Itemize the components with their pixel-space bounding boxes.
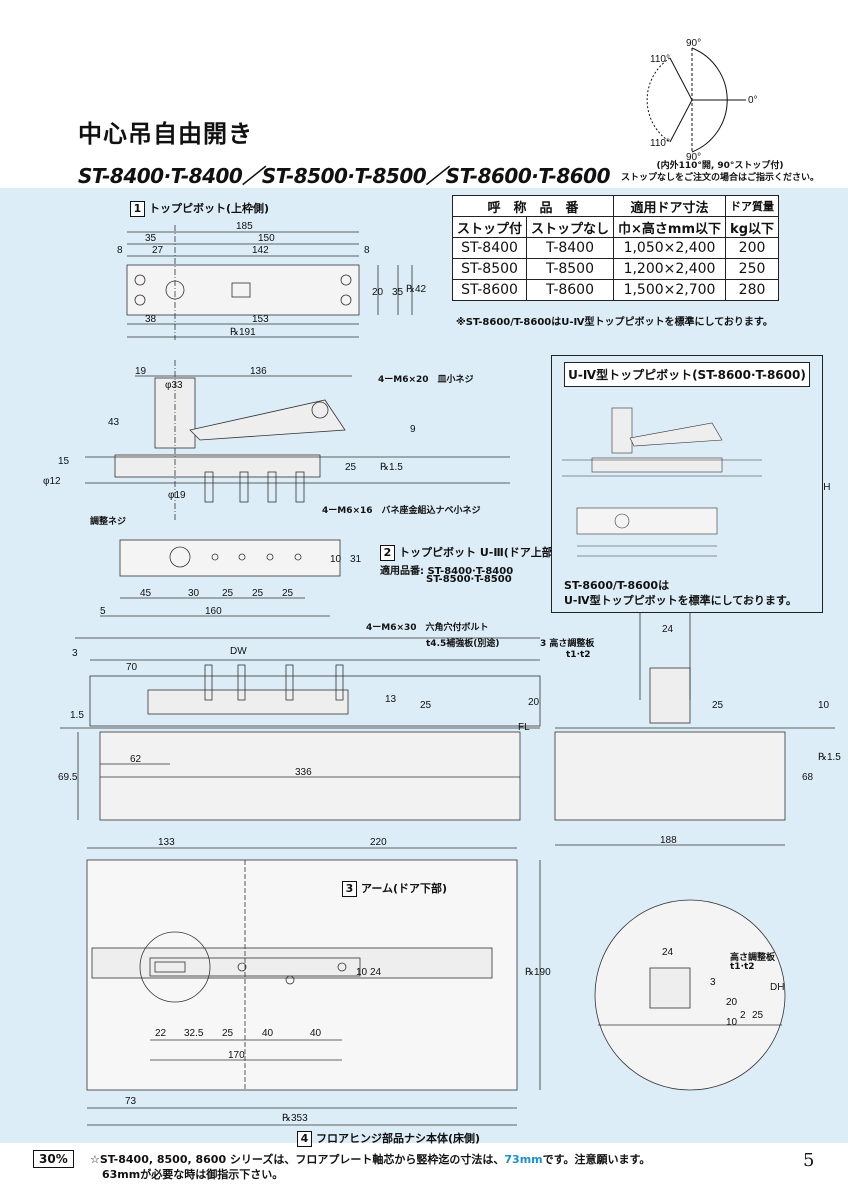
angle-110-top: 110° — [650, 54, 670, 65]
u4-note-line2: U-Ⅳ型トップピボットを標準にしております。 — [564, 594, 797, 607]
angle-110-bottom: 110° — [650, 138, 670, 149]
section-2-label: 2 トップピボット U-Ⅲ(ドア上部) — [380, 544, 558, 561]
u4-note-line1: ST-8600/T-8600は — [564, 579, 670, 592]
page-number: 5 — [803, 1150, 815, 1171]
u4-title: U-Ⅳ型トップピボット(ST-8600·T-8600) — [564, 362, 810, 387]
section-4-text: フロアヒンジ部品ナシ本体(床側) — [316, 1132, 481, 1145]
page-title: 中心吊自由開き — [78, 120, 253, 148]
header-area — [0, 0, 848, 188]
footer-note-a: ☆ST-8400, 8500, 8600 シリーズは、フロアプレート軸芯から竪枠… — [90, 1153, 505, 1166]
table-row: ST-8400 T-8400 1,050×2,400 200 — [451, 237, 780, 259]
table-cell: T-8500 — [526, 258, 615, 280]
applies-label: 適用品番: — [380, 566, 424, 577]
footer-note-b: です。注意願います。 — [542, 1153, 651, 1166]
spec-sub-stop: ストップ付 — [451, 216, 528, 238]
section-4-label: 4 フロアヒンジ部品ナシ本体(床側) — [297, 1130, 480, 1147]
spec-note: ※ST-8600/T-8600はU-Ⅳ型トップピボットを標準にしております。 — [456, 317, 773, 328]
scale-badge: 30% — [33, 1150, 74, 1168]
section-2-num: 2 — [380, 545, 395, 561]
angle-90-bottom: 90° — [686, 152, 701, 163]
table-cell: 1,200×2,400 — [613, 258, 727, 280]
table-row: ST-8500 T-8500 1,200×2,400 250 — [451, 258, 780, 280]
annotation-t12: t1·t2 — [566, 650, 591, 660]
u4-pivot-box: U-Ⅳ型トップピボット(ST-8600·T-8600) ST-8600/T-86… — [551, 355, 823, 613]
section-3-text: アーム(ドア下部) — [361, 882, 448, 895]
annotation-screw1: 4ーM6×20 皿小ネジ — [378, 375, 474, 385]
annotation-plate: t4.5補強板(別途) — [426, 639, 500, 649]
section-2-text: トップピボット U-Ⅲ(ドア上部) — [399, 546, 558, 559]
applies-1: ST-8400·T-8400 — [427, 566, 514, 577]
u4-note: ST-8600/T-8600は U-Ⅳ型トップピボットを標準にしております。 — [564, 578, 797, 608]
swing-angle-diagram: 90° 110° 0° 110° 90° — [646, 38, 758, 163]
annotation-height-plate2: 高さ調整板 — [730, 953, 776, 963]
section-1-label: 1 トップピボット(上枠側) — [130, 200, 269, 217]
section-2-applies2: ST-8500·T-8500 — [426, 574, 512, 585]
angle-90-top: 90° — [686, 38, 701, 49]
table-cell: 250 — [725, 258, 780, 280]
spec-sub-nostop: ストップなし — [526, 216, 615, 238]
table-cell: T-8400 — [526, 237, 615, 259]
table-cell: 280 — [725, 279, 780, 301]
section-2-applies: 適用品番: ST-8400·T-8400 — [380, 562, 513, 577]
angle-note: (内外110°開, 90°ストップ付) ストップなしをご注文の場合はご指示くださ… — [600, 160, 840, 184]
section-3-label: 3 アーム(ドア下部) — [342, 880, 447, 897]
spec-subheader-row: ストップ付 ストップなし 巾×高さmm以下 kg以下 — [451, 216, 780, 238]
annotation-t12b: t1·t2 — [730, 962, 755, 972]
annotation-height-plate: 3 高さ調整板 — [540, 639, 595, 649]
angle-0: 0° — [748, 95, 758, 106]
annotation-screw2: 4ーM6×16 バネ座金組込ナベ小ネジ — [322, 506, 481, 516]
annotation-bolt: 4ーM6×30 六角穴付ボルト — [366, 623, 489, 633]
spec-header-name: 呼 称 品 番 — [451, 195, 615, 217]
annotation-adjust: 調整ネジ — [90, 517, 127, 527]
footer-note-highlight: 73mm — [504, 1153, 543, 1166]
spec-table: 呼 称 品 番 適用ドア寸法 ドア質量 ストップ付 ストップなし 巾×高さmm以… — [451, 195, 780, 301]
angle-note-line2: ストップなしをご注文の場合はご指示ください。 — [620, 173, 819, 183]
spec-sub-kg: kg以下 — [725, 216, 780, 238]
section-1-text: トップピボット(上枠側) — [149, 202, 270, 215]
spec-sub-size: 巾×高さmm以下 — [613, 216, 727, 238]
drawing-area — [0, 188, 848, 1143]
spec-header-door: 適用ドア寸法 — [613, 195, 727, 217]
angle-note-line1: (内外110°開, 90°ストップ付) — [656, 161, 784, 171]
section-3-num: 3 — [342, 881, 357, 897]
model-list: ST-8400·T-8400／ST-8500·T-8500／ST-8600·T-… — [78, 164, 611, 188]
table-cell: ST-8600 — [451, 279, 528, 301]
u4-drawing — [562, 407, 762, 557]
footer-note: ☆ST-8400, 8500, 8600 シリーズは、フロアプレート軸芯から竪枠… — [90, 1152, 650, 1182]
spec-header-row: 呼 称 品 番 適用ドア寸法 ドア質量 — [451, 195, 780, 217]
spec-header-mass: ドア質量 — [725, 195, 780, 217]
table-cell: 1,050×2,400 — [613, 237, 727, 259]
footer-note-line1: ☆ST-8400, 8500, 8600 シリーズは、フロアプレート軸芯から竪枠… — [90, 1152, 650, 1167]
table-row: ST-8600 T-8600 1,500×2,700 280 — [451, 279, 780, 301]
table-cell: ST-8400 — [451, 237, 528, 259]
section-4-num: 4 — [297, 1131, 312, 1147]
section-1-num: 1 — [130, 201, 145, 217]
footer-note-line2: 63mmが必要な時は御指示下さい。 — [102, 1168, 284, 1181]
table-cell: 200 — [725, 237, 780, 259]
table-cell: 1,500×2,700 — [613, 279, 727, 301]
table-cell: T-8600 — [526, 279, 615, 301]
table-cell: ST-8500 — [451, 258, 528, 280]
